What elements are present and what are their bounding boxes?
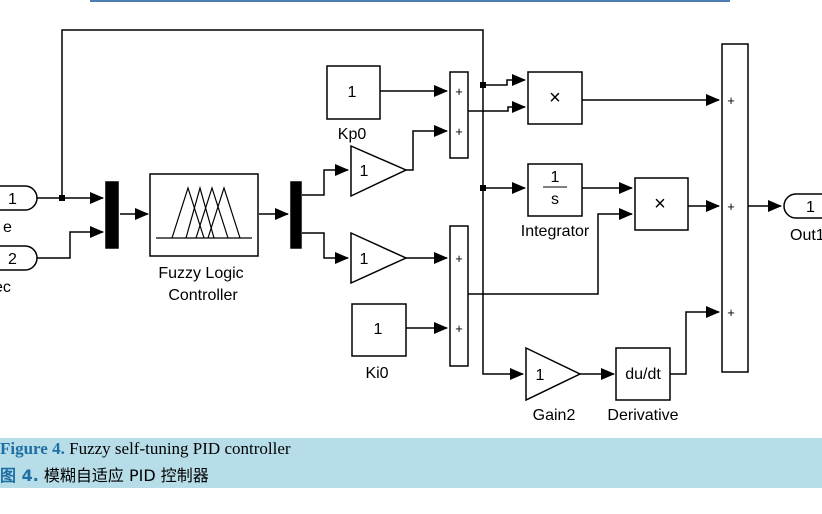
gain2-value: 1 bbox=[536, 367, 545, 384]
integrator-denominator: s bbox=[551, 191, 559, 208]
product-block-top[interactable] bbox=[527, 71, 583, 125]
caption-english: Figure 4. Fuzzy self-tuning PID controll… bbox=[0, 439, 291, 459]
simulink-block-diagram: 1 e 2 ec Fuzzy Logic Controller 1 1 1 Kp… bbox=[0, 29, 822, 424]
inport-ec-number: 2 bbox=[8, 251, 17, 268]
caption-chinese-number: 图 4. bbox=[0, 466, 39, 485]
plus-sign: + bbox=[727, 305, 735, 320]
product-block-mid[interactable] bbox=[634, 177, 689, 231]
gain-top-value: 1 bbox=[360, 163, 369, 180]
ki0-value: 1 bbox=[374, 321, 383, 338]
inport-e[interactable] bbox=[0, 185, 38, 211]
plus-sign: + bbox=[455, 251, 463, 266]
demux-output[interactable] bbox=[290, 181, 302, 249]
integrator-label: Integrator bbox=[521, 223, 590, 240]
outport-label: Out1 bbox=[790, 227, 822, 244]
inport-ec-label: ec bbox=[0, 279, 11, 296]
sum-block-mid[interactable] bbox=[449, 225, 469, 367]
inport-ec[interactable] bbox=[0, 245, 38, 271]
mux-input[interactable] bbox=[105, 181, 119, 249]
caption-chinese-text: 模糊自适应 PID 控制器 bbox=[38, 466, 209, 485]
gain-block-mid[interactable] bbox=[350, 231, 408, 285]
kp0-value: 1 bbox=[348, 84, 357, 101]
gain-block-top[interactable] bbox=[350, 144, 408, 198]
plus-sign: + bbox=[727, 93, 735, 108]
plus-sign: + bbox=[727, 199, 735, 214]
integrator-numerator: 1 bbox=[551, 169, 560, 186]
junction-dot bbox=[480, 82, 486, 88]
integrator-block[interactable] bbox=[527, 163, 583, 217]
caption-figure-number: Figure 4. bbox=[0, 439, 65, 458]
gain2-label: Gain2 bbox=[533, 407, 576, 424]
plus-sign: + bbox=[455, 124, 463, 139]
ki0-constant[interactable] bbox=[351, 303, 407, 357]
derivative-block[interactable] bbox=[615, 347, 671, 401]
gain-mid-value: 1 bbox=[360, 251, 369, 268]
sum-block-output[interactable] bbox=[721, 43, 749, 373]
fuzzy-logic-controller[interactable] bbox=[149, 173, 259, 257]
figure-caption: Figure 4. Fuzzy self-tuning PID controll… bbox=[0, 438, 822, 488]
derivative-text: du/dt bbox=[625, 366, 661, 383]
fuzzy-controller-label-line2: Controller bbox=[168, 287, 238, 304]
signal-lines bbox=[37, 29, 782, 380]
product-top-symbol: × bbox=[549, 87, 561, 109]
membership-function-icon bbox=[156, 185, 252, 239]
inport-e-number: 1 bbox=[8, 191, 17, 208]
sum-block-top[interactable] bbox=[449, 71, 469, 159]
gain2-block[interactable] bbox=[525, 346, 582, 402]
inport-e-label: e bbox=[3, 219, 12, 236]
outport-number: 1 bbox=[806, 199, 815, 216]
caption-english-text: Fuzzy self-tuning PID controller bbox=[64, 439, 291, 458]
plus-sign: + bbox=[455, 84, 463, 99]
caption-chinese: 图 4. 模糊自适应 PID 控制器 bbox=[0, 462, 209, 486]
fuzzy-controller-label-line1: Fuzzy Logic bbox=[158, 265, 243, 282]
ki0-label: Ki0 bbox=[365, 365, 388, 382]
junction-dot bbox=[480, 185, 486, 191]
kp0-label: Kp0 bbox=[338, 126, 367, 143]
derivative-label: Derivative bbox=[607, 407, 678, 424]
plus-sign: + bbox=[455, 321, 463, 336]
kp0-constant[interactable] bbox=[326, 65, 381, 120]
product-mid-symbol: × bbox=[654, 193, 666, 215]
outport-out1[interactable] bbox=[783, 193, 822, 219]
header-rule bbox=[90, 0, 730, 2]
junction-dot bbox=[59, 195, 65, 201]
